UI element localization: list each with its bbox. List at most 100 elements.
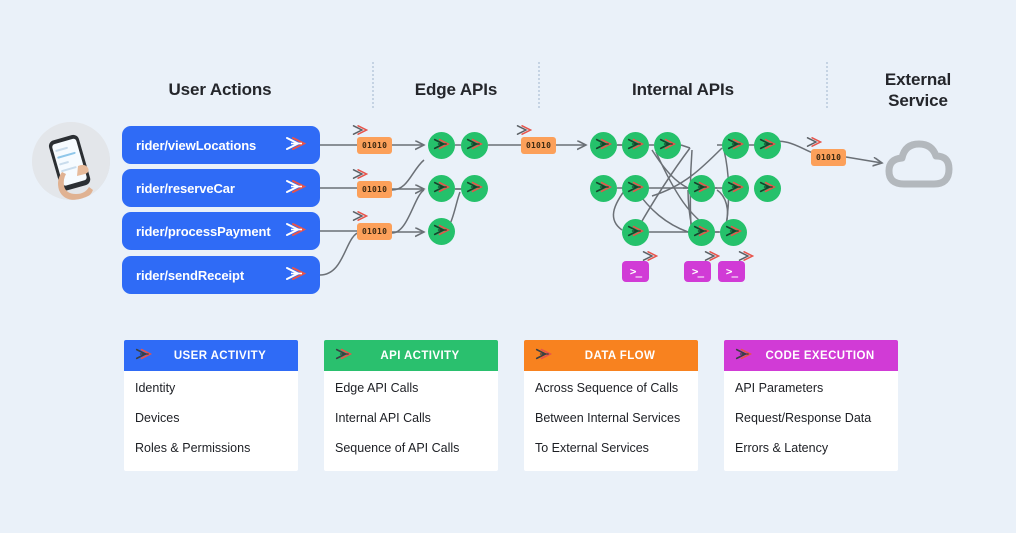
legend-icon: [135, 348, 153, 363]
column-divider: [826, 62, 828, 108]
legend-item: Across Sequence of Calls: [535, 381, 679, 395]
api-activity-icon: [759, 137, 777, 155]
api-activity-icon: [595, 137, 613, 155]
api-node[interactable]: [461, 132, 488, 159]
legend-item: Devices: [135, 411, 180, 425]
column-divider: [372, 62, 374, 108]
api-activity-icon: [627, 224, 645, 242]
legend-card-header: USER ACTIVITY: [124, 340, 298, 371]
api-node[interactable]: [461, 175, 488, 202]
badge-text: 01010: [362, 185, 388, 194]
user-activity-icon: [285, 136, 307, 154]
code-execution-node[interactable]: >_: [622, 251, 659, 282]
legend-item: Edge API Calls: [335, 381, 419, 395]
api-node[interactable]: [688, 219, 715, 246]
user-action-pill[interactable]: rider/processPayment: [122, 212, 320, 250]
terminal-prompt-icon: >_: [629, 265, 642, 278]
column-header-external-service: External Service: [884, 70, 952, 110]
pill-label: rider/sendReceipt: [136, 267, 245, 283]
api-node[interactable]: [428, 132, 455, 159]
api-node[interactable]: [428, 175, 455, 202]
api-node[interactable]: [590, 175, 617, 202]
user-action-pill[interactable]: rider/viewLocations: [122, 126, 320, 164]
column-header-edge-apis: Edge APIs: [414, 80, 498, 99]
api-activity-icon: [627, 180, 645, 198]
user-action-pill[interactable]: rider/sendReceipt: [122, 256, 320, 294]
api-node[interactable]: [428, 218, 455, 245]
api-node[interactable]: [754, 132, 781, 159]
legend-icon: [535, 348, 553, 363]
api-node[interactable]: [654, 132, 681, 159]
code-execution-icon: [738, 249, 755, 267]
api-activity-icon: [693, 224, 711, 242]
data-flow-badge[interactable]: 01010: [516, 125, 557, 154]
data-flow-badge[interactable]: 01010: [352, 125, 393, 154]
api-activity-icon: [433, 180, 451, 198]
legend-card-header: DATA FLOW: [524, 340, 698, 371]
legend-title: USER ACTIVITY: [173, 349, 267, 362]
badge-text: 01010: [526, 141, 552, 150]
user-action-pill[interactable]: rider/reserveCar: [122, 169, 320, 207]
code-execution-node[interactable]: >_: [684, 251, 721, 282]
api-activity-icon: [727, 180, 745, 198]
api-node[interactable]: [688, 175, 715, 202]
hand-holding-phone-photo: [32, 122, 110, 200]
data-flow-badge[interactable]: 01010: [806, 137, 847, 166]
api-activity-icon: [466, 180, 484, 198]
legend-title: API ACTIVITY: [380, 349, 460, 362]
pill-label: rider/processPayment: [136, 223, 271, 239]
legend-item: Identity: [135, 381, 176, 395]
code-execution-icon: [704, 249, 721, 267]
terminal-prompt-icon: >_: [691, 265, 704, 278]
api-activity-icon: [433, 223, 451, 241]
legend-icon: [735, 348, 753, 363]
api-activity-icon: [725, 224, 743, 242]
user-activity-icon: [285, 266, 307, 284]
column-divider: [538, 62, 540, 108]
api-activity-icon: [759, 180, 777, 198]
api-node[interactable]: [622, 132, 649, 159]
api-activity-icon: [627, 137, 645, 155]
api-node[interactable]: [590, 132, 617, 159]
data-flow-icon: [352, 168, 369, 182]
pill-label: rider/reserveCar: [136, 180, 235, 196]
legend-title: CODE EXECUTION: [765, 349, 875, 362]
api-activity-icon: [595, 180, 613, 198]
data-flow-badge[interactable]: 01010: [352, 211, 393, 240]
legend-item: Sequence of API Calls: [335, 441, 460, 455]
api-node[interactable]: [720, 219, 747, 246]
api-node[interactable]: [622, 219, 649, 246]
legend-item: Roles & Permissions: [135, 441, 251, 455]
legend-card-header: CODE EXECUTION: [724, 340, 898, 371]
column-header-user-actions: User Actions: [168, 80, 272, 99]
legend-title: DATA FLOW: [584, 349, 656, 362]
api-node[interactable]: [754, 175, 781, 202]
api-node[interactable]: [722, 175, 749, 202]
api-node[interactable]: [622, 175, 649, 202]
api-node[interactable]: [722, 132, 749, 159]
cloud-icon: [884, 140, 954, 193]
legend-item: API Parameters: [735, 381, 824, 395]
column-header-internal-apis: Internal APIs: [632, 80, 734, 99]
badge-text: 01010: [362, 141, 388, 150]
api-activity-icon: [693, 180, 711, 198]
data-flow-icon: [806, 136, 823, 150]
legend-item: Errors & Latency: [735, 441, 829, 455]
code-execution-node[interactable]: >_: [718, 251, 755, 282]
terminal-prompt-icon: >_: [725, 265, 738, 278]
api-activity-icon: [727, 137, 745, 155]
legend-icon: [335, 348, 353, 363]
badge-text: 01010: [816, 153, 842, 162]
legend-item: To External Services: [535, 441, 649, 455]
data-flow-icon: [352, 124, 369, 138]
user-activity-icon: [285, 179, 307, 197]
data-flow-badge[interactable]: 01010: [352, 169, 393, 198]
